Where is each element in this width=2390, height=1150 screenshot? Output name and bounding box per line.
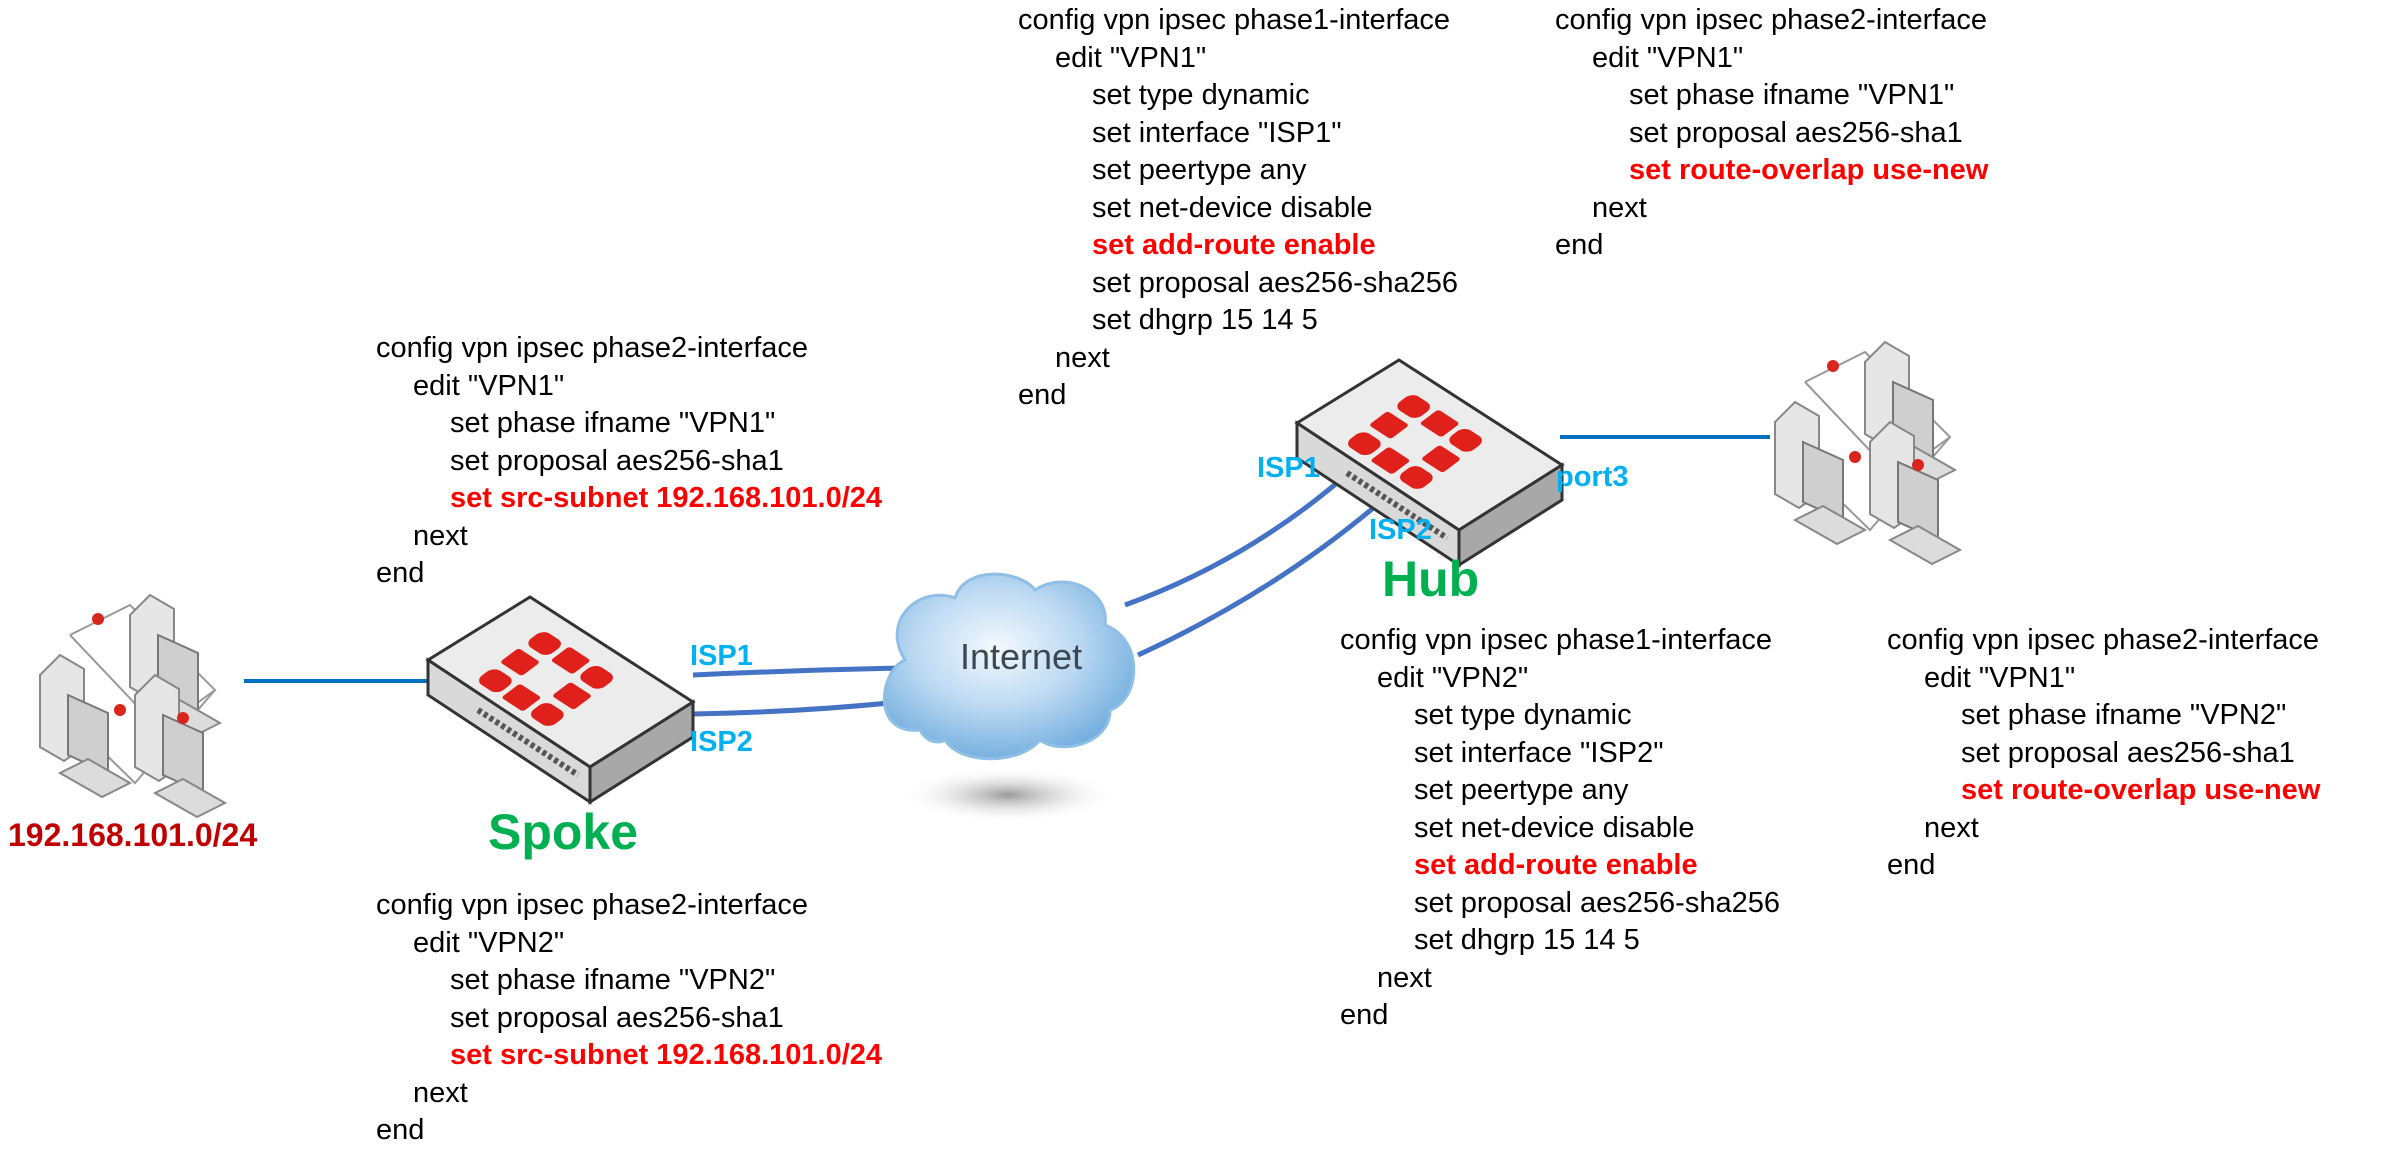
config-line: end [1555, 229, 1604, 261]
config-line: config vpn ipsec phase1-interface [1340, 624, 1773, 656]
config-line: set peertype any [1414, 774, 1629, 806]
config-line-highlighted: set src-subnet 192.168.101.0/24 [450, 482, 883, 514]
config-line: config vpn ipsec phase1-interface [1018, 4, 1451, 36]
config-line: edit "VPN1" [1924, 661, 2076, 694]
spoke-fortigate-icon [428, 597, 693, 802]
config-line: next [1055, 341, 1110, 374]
config-line-highlighted: set route-overlap use-new [1961, 774, 2321, 806]
config-line-highlighted: set add-route enable [1092, 229, 1376, 261]
config-line: end [376, 1114, 425, 1146]
spoke-subnet-label: 192.168.101.0/24 [8, 817, 258, 853]
config-line: config vpn ipsec phase2-interface [1887, 624, 2320, 656]
hub-isp2-link [1136, 490, 1394, 658]
config-line: edit "VPN1" [413, 369, 565, 402]
config-line: set phase ifname "VPN2" [450, 964, 776, 996]
spoke-isp1-label: ISP1 [690, 640, 753, 672]
config-line: config vpn ipsec phase2-interface [376, 332, 809, 364]
config-line: next [1924, 811, 1979, 844]
config-line: set dhgrp 15 14 5 [1414, 924, 1640, 956]
hub-phase1-vpn1-config: config vpn ipsec phase1-interface edit "V… [1018, 2, 1458, 415]
config-line: end [1887, 849, 1936, 881]
hub-phase1-vpn2-config: config vpn ipsec phase1-interface edit "V… [1340, 622, 1780, 1035]
spoke-phase2-vpn2-config: config vpn ipsec phase2-interface edit "V… [376, 887, 882, 1150]
hub-port3-label: port3 [1556, 461, 1629, 493]
config-line: set proposal aes256-sha1 [450, 444, 784, 477]
spoke-lan-computers-icon [40, 595, 225, 817]
config-line: edit "VPN1" [1055, 41, 1207, 74]
config-line: end [376, 557, 425, 589]
config-line: set proposal aes256-sha1 [450, 1001, 784, 1034]
config-line-highlighted: set route-overlap use-new [1629, 154, 1989, 186]
spoke-label: Spoke [488, 804, 639, 860]
config-line: end [1018, 379, 1067, 411]
config-line: set proposal aes256-sha256 [1414, 886, 1780, 919]
config-line: set proposal aes256-sha256 [1092, 266, 1458, 299]
internet-label: Internet [960, 636, 1083, 677]
config-line: next [1377, 961, 1432, 994]
config-line: set proposal aes256-sha1 [1961, 736, 2295, 769]
config-line: config vpn ipsec phase2-interface [1555, 4, 1988, 36]
config-line: set interface "ISP1" [1092, 116, 1342, 149]
config-line: set phase ifname "VPN1" [450, 407, 776, 439]
config-line: set net-device disable [1414, 811, 1695, 844]
config-line: set phase ifname "VPN2" [1961, 699, 2287, 731]
cloud-icon [882, 572, 1136, 823]
config-line-highlighted: set src-subnet 192.168.101.0/24 [450, 1039, 883, 1071]
config-line: edit "VPN1" [1592, 41, 1744, 74]
config-line: set net-device disable [1092, 191, 1373, 224]
config-line: edit "VPN2" [413, 926, 565, 959]
config-line: set type dynamic [1092, 79, 1310, 111]
config-line: next [1592, 191, 1647, 224]
hub-isp2-label: ISP2 [1369, 514, 1432, 546]
config-line: set interface "ISP2" [1414, 736, 1664, 769]
hub-phase2-vpn1-config: config vpn ipsec phase2-interface edit "V… [1555, 2, 1988, 265]
config-line: next [413, 1076, 468, 1109]
hub-phase2-vpn2-config: config vpn ipsec phase2-interface edit "V… [1887, 622, 2320, 885]
config-line: set phase ifname "VPN1" [1629, 79, 1955, 111]
config-line-highlighted: set add-route enable [1414, 849, 1698, 881]
config-line: set peertype any [1092, 154, 1307, 186]
config-line: next [413, 519, 468, 552]
spoke-phase2-vpn1-config: config vpn ipsec phase2-interface edit "V… [376, 330, 882, 593]
config-line: set proposal aes256-sha1 [1629, 116, 1963, 149]
spoke-isp2-label: ISP2 [690, 726, 753, 758]
hub-lan-computers-icon [1775, 342, 1960, 564]
hub-label: Hub [1382, 551, 1480, 607]
config-line: config vpn ipsec phase2-interface [376, 889, 809, 921]
hub-isp1-label: ISP1 [1257, 452, 1320, 484]
config-line: edit "VPN2" [1377, 661, 1529, 694]
hub-isp1-link [1124, 468, 1354, 608]
config-line: end [1340, 999, 1389, 1031]
spoke-isp1-link [692, 665, 906, 678]
config-line: set type dynamic [1414, 699, 1632, 731]
config-line: set dhgrp 15 14 5 [1092, 304, 1318, 336]
